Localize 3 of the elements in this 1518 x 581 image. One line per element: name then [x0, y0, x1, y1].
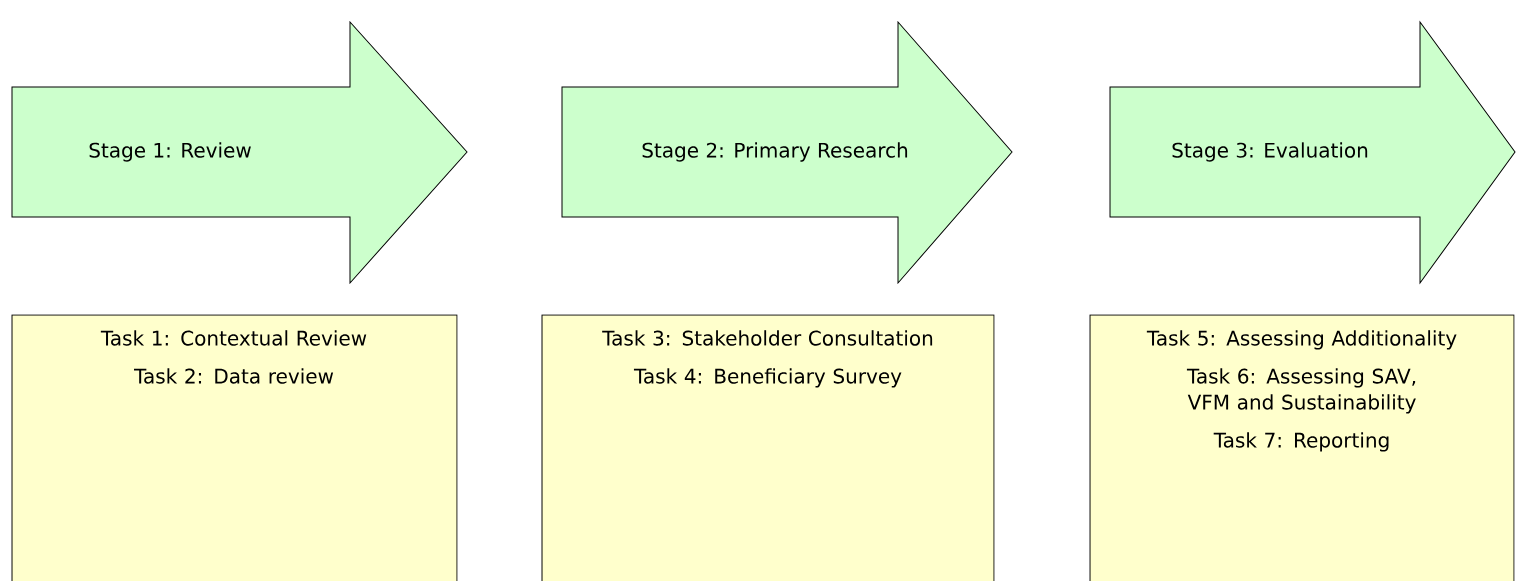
task-box: Task 3: Stakeholder Consultation Task 4: Beneficiary Survey — [541, 314, 995, 581]
task-box: Task 1: Contextual Review Task 2: Data review — [11, 314, 458, 581]
task-box: Task 5: Assessing Additionality Task 6: Assessing SAV, VFM and Sustainability Task 7: Reporting — [1089, 314, 1515, 581]
